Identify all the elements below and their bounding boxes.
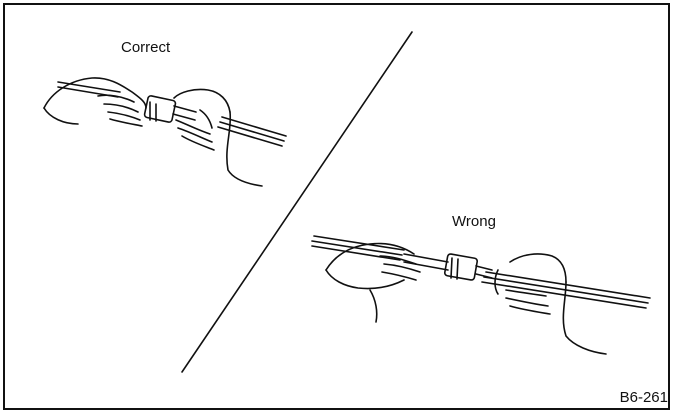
figure-code: B6-261	[619, 389, 668, 406]
correct-right-hand-icon	[173, 88, 263, 187]
figure-frame	[3, 3, 670, 410]
label-wrong: Wrong	[452, 213, 496, 230]
correct-connector-icon	[143, 95, 197, 123]
wrong-wire-left	[313, 235, 405, 251]
correct-illustration	[43, 77, 287, 187]
wrong-left-hand-icon	[325, 242, 421, 323]
wrong-connector-icon	[403, 253, 493, 281]
correct-wire-right	[221, 116, 287, 137]
wrong-right-hand-icon	[494, 253, 607, 355]
correct-left-hand-icon	[43, 77, 147, 127]
label-correct: Correct	[121, 39, 171, 56]
wrong-illustration	[311, 235, 651, 355]
divider-line	[181, 31, 413, 373]
correct-wire-left	[57, 81, 121, 93]
wrong-wire-right	[485, 271, 651, 299]
